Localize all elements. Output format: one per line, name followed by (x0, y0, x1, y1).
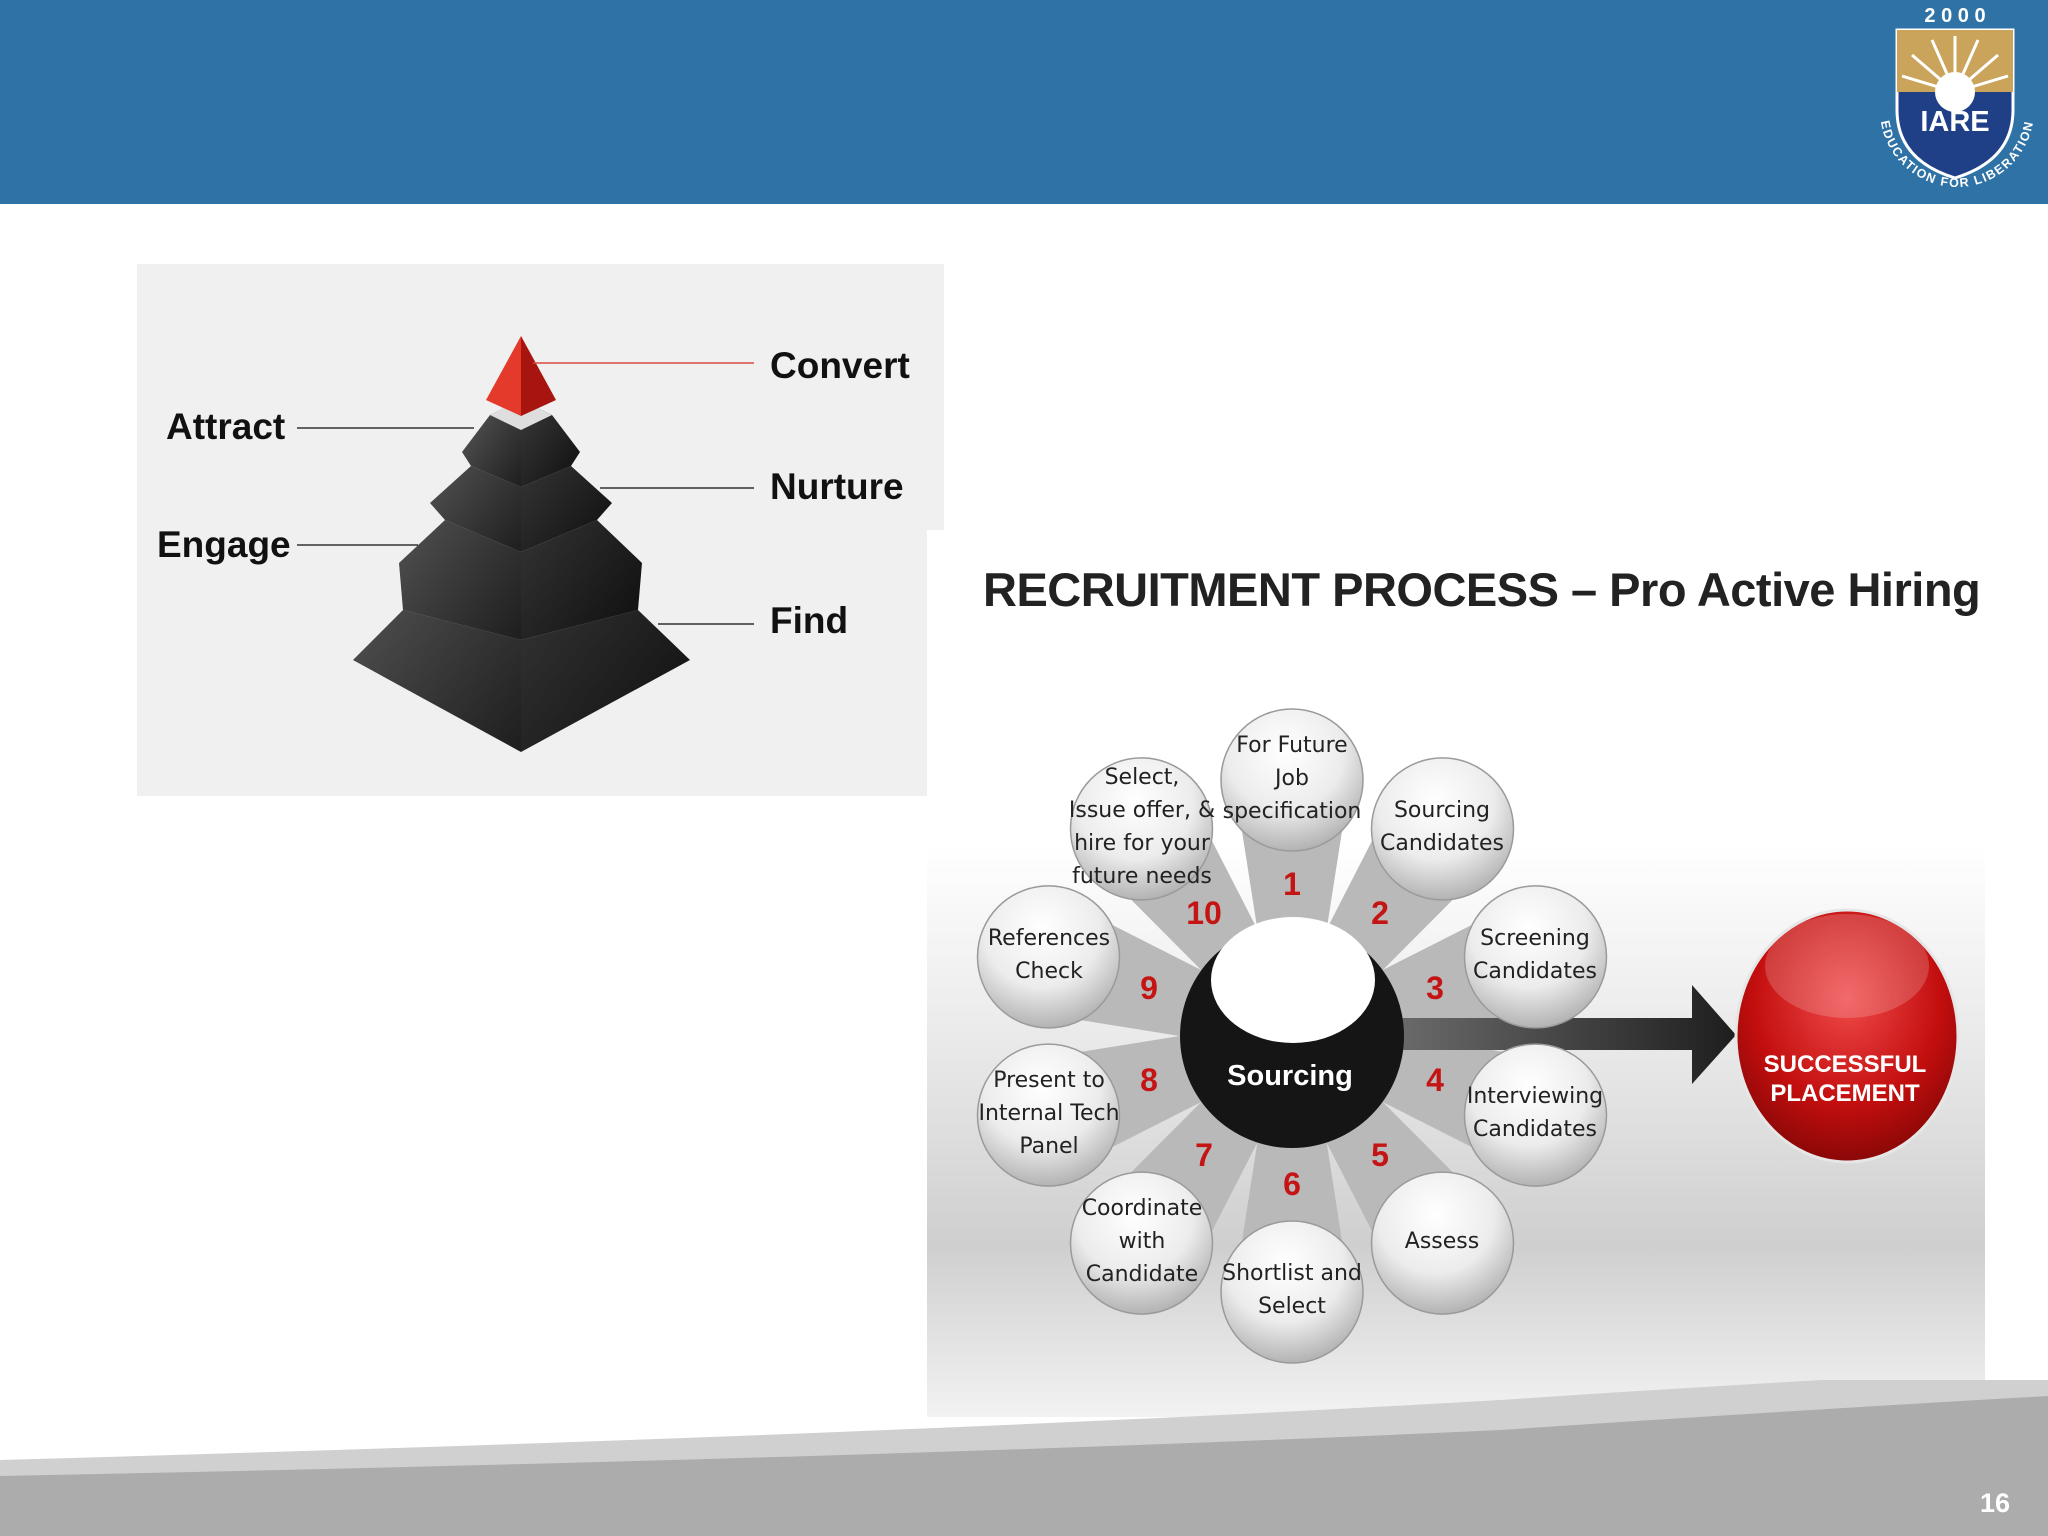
process-title: RECRUITMENT PROCESS – Pro Active Hiring (983, 563, 1981, 616)
label-engage: Engage (157, 524, 291, 565)
process-step-number: 9 (1140, 970, 1158, 1006)
process-step-number: 8 (1140, 1062, 1158, 1098)
process-step-label: Select, Issue offer, & hire for your future… (1067, 761, 1217, 893)
iare-logo: 2 0 0 0 IARE EDUCATION FOR LIBERATION (1878, 5, 2035, 190)
label-attract: Attract (166, 406, 286, 447)
process-step-bubble (1220, 1220, 1364, 1364)
process-step-number: 7 (1195, 1137, 1213, 1173)
logo-year: 2 0 0 0 (1924, 5, 1985, 27)
process-step-label-line: References (987, 926, 1111, 951)
label-nurture: Nurture (770, 466, 904, 507)
process-step-bubble (976, 885, 1121, 1029)
sourcing-hub (1180, 917, 1404, 1148)
process-step-bubble (1069, 757, 1214, 901)
process-step-label-line: Sourcing (1393, 798, 1491, 823)
process-step-label-line: Panel (1019, 1134, 1079, 1159)
process-step-bubble (976, 1043, 1121, 1187)
process-step-label-line: Job (1275, 766, 1309, 791)
pyramid-apex (486, 336, 556, 416)
process-step-label-line: with (1118, 1229, 1166, 1254)
process-step-bubble (1069, 1171, 1214, 1315)
process-step-bubble (1463, 885, 1608, 1029)
process-step-bubble (1220, 708, 1364, 852)
process-step-number: 1 (1283, 866, 1301, 902)
process-step-label-line: Candidates (1380, 831, 1504, 856)
successful-placement-label: SUCCESSFUL PLACEMENT (1740, 1050, 1950, 1108)
process-step-label-line: Assess (1404, 1229, 1480, 1254)
successful-placement-circle (1734, 908, 1960, 1164)
successful-placement-line: PLACEMENT (1770, 1080, 1920, 1107)
header-bar: 2 0 0 0 IARE EDUCATION FOR LIBERATION (0, 0, 2048, 204)
successful-placement-line: SUCCESSFUL (1763, 1051, 1927, 1078)
process-step-label-line: Candidate (1085, 1262, 1199, 1287)
label-convert: Convert (770, 345, 910, 386)
sourcing-label: Sourcing (1227, 1060, 1353, 1092)
process-step-label-line: Interviewing (1466, 1084, 1604, 1109)
process-step-number: 5 (1371, 1137, 1389, 1173)
process-step-label-line: Candidates (1473, 959, 1597, 984)
process-step-label-line: future needs (1072, 864, 1212, 889)
process-step-label-line: Check (1015, 959, 1083, 984)
process-step-bubble (1370, 1171, 1515, 1315)
process-step-bubble (1463, 1043, 1608, 1187)
process-step-label-line: Coordinate (1081, 1196, 1203, 1221)
logo-name: IARE (1920, 106, 1989, 138)
process-step-label-line: Candidates (1473, 1117, 1597, 1142)
process-step-number: 3 (1426, 970, 1444, 1006)
process-step-label-line: Select, (1104, 765, 1180, 790)
footer-band (0, 1380, 2048, 1536)
process-step-label-line: hire for your (1074, 831, 1210, 856)
process-step-label: Assess (1367, 1225, 1517, 1258)
process-step-number: 10 (1186, 895, 1222, 931)
page-number: 16 (1979, 1488, 2010, 1518)
process-step-number: 4 (1426, 1062, 1444, 1098)
process-step-label-line: Issue offer, & (1068, 798, 1216, 823)
process-step-label-line: specification (1222, 799, 1362, 824)
process-step-label-line: Screening (1480, 926, 1590, 951)
process-step-label-line: For Future (1236, 733, 1348, 758)
process-step-label-line: Shortlist and (1222, 1261, 1362, 1286)
outcome-arrow (1400, 985, 1736, 1084)
process-step-label-line: Internal Tech (978, 1101, 1120, 1126)
process-step-number: 2 (1371, 895, 1389, 931)
process-step-number: 6 (1283, 1166, 1301, 1202)
process-step-label-line: Select (1258, 1294, 1326, 1319)
process-step-label-line: Present to (993, 1068, 1105, 1093)
process-step-bubble (1370, 757, 1515, 901)
label-find: Find (770, 600, 849, 641)
